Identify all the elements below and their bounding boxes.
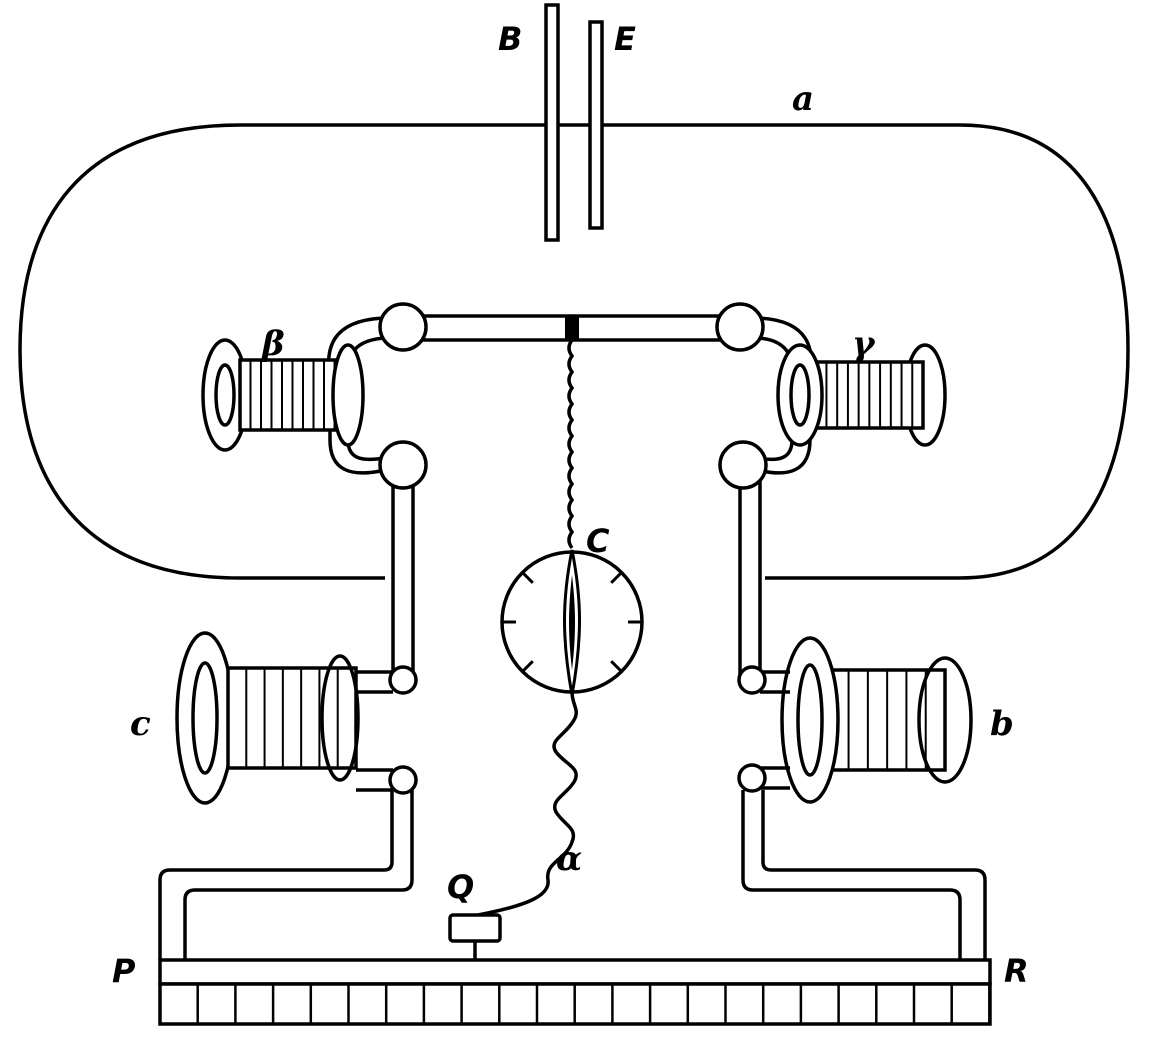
coil-beta	[201, 338, 365, 452]
label-beta: β	[260, 324, 285, 364]
suspension-wire	[567, 338, 575, 550]
label-q: Q	[447, 868, 474, 906]
plate-b	[544, 3, 560, 242]
terminal-ball	[737, 763, 767, 793]
label-b: B	[498, 20, 522, 58]
terminal-ball	[388, 765, 418, 795]
coil-c	[175, 631, 360, 805]
left-lead	[183, 790, 414, 960]
wire-alpha	[477, 691, 578, 917]
plate-e	[588, 20, 604, 230]
left-vertical-bar	[391, 478, 415, 682]
terminal-ball	[737, 665, 767, 695]
terminal-ball	[378, 440, 428, 490]
label-r: R	[1004, 952, 1029, 990]
label-galvanometer: C	[586, 522, 610, 560]
galvanometer-c	[500, 549, 644, 696]
right-vertical-bar	[738, 478, 762, 682]
bridge-wire-pr	[158, 958, 992, 986]
terminal-ball	[718, 440, 768, 490]
suspension-clamp	[565, 316, 579, 340]
label-e: E	[614, 20, 636, 58]
terminal-ball	[715, 302, 765, 352]
terminal-ball	[388, 665, 418, 695]
slider-q	[448, 913, 502, 943]
right-lead	[741, 790, 962, 960]
label-gamma: γ	[852, 324, 876, 364]
label-a: a	[792, 79, 814, 119]
label-alpha: α	[556, 839, 582, 879]
coil-b	[780, 636, 973, 804]
terminal-ball	[378, 302, 428, 352]
coil-gamma	[776, 343, 947, 447]
loop-wire-a	[18, 123, 1130, 580]
label-b-coil: b	[990, 704, 1014, 744]
label-c: c	[130, 704, 151, 744]
label-p: P	[112, 952, 136, 990]
